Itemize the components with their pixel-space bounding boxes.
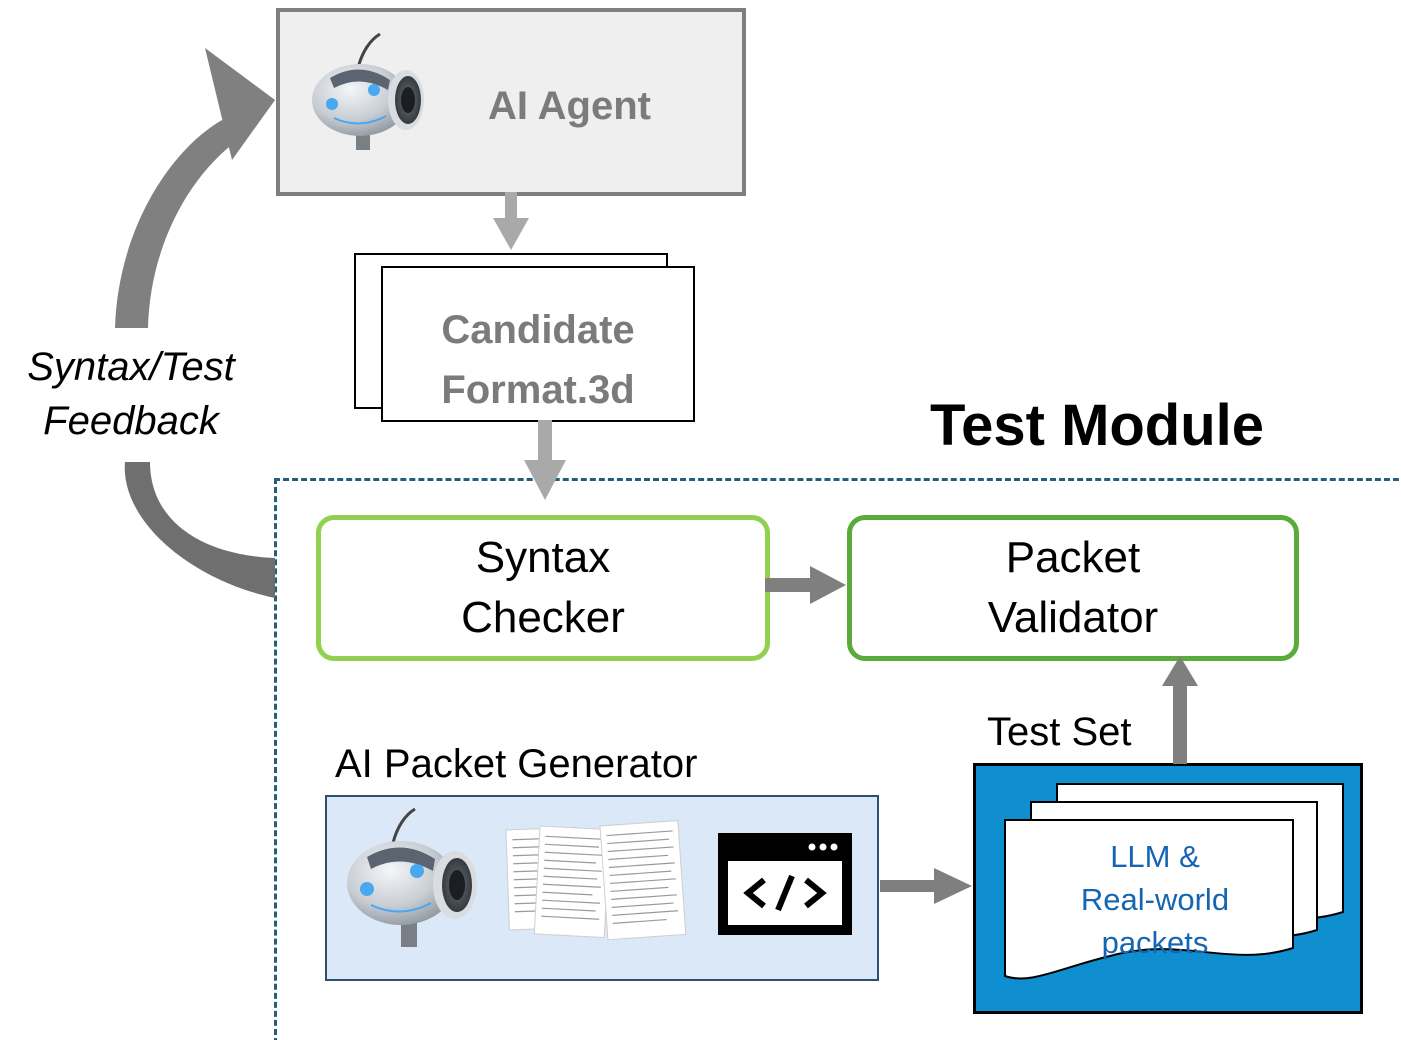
testset-to-validator-arrow	[1162, 656, 1198, 764]
feedback-line-1: Syntax/Test	[27, 345, 235, 389]
packet-validator-box: Packet Validator	[847, 515, 1299, 661]
candidate-doc-front	[381, 266, 695, 422]
ai-agent-title: AI Agent	[488, 84, 651, 128]
feedback-line-2: Feedback	[43, 399, 219, 443]
syntax-checker-box: Syntax Checker	[316, 515, 770, 661]
generator-to-testset-arrow	[880, 868, 972, 904]
test-set-packets-text: LLM & Real-world packets	[1045, 835, 1265, 964]
feedback-label: Syntax/Test Feedback	[0, 340, 262, 448]
syntax-checker-line-2: Checker	[461, 593, 625, 642]
test-set-line-3: packets	[1101, 925, 1209, 960]
generator-robot-icon	[347, 807, 477, 947]
candidate-line-2: Format.3d	[441, 368, 635, 412]
code-window-icon	[718, 833, 852, 935]
candidate-label: Candidate Format.3d	[383, 300, 693, 420]
syntax-to-validator-arrow	[765, 566, 846, 604]
test-set-line-1: LLM &	[1110, 839, 1200, 874]
candidate-to-syntax-arrow	[524, 420, 566, 500]
documents-icon	[505, 820, 687, 941]
robot-icon	[312, 32, 424, 150]
agent-to-candidate-arrow	[493, 192, 529, 250]
test-set-line-2: Real-world	[1080, 882, 1230, 917]
generator-label: AI Packet Generator	[335, 742, 698, 786]
packet-validator-line-2: Validator	[987, 593, 1159, 642]
syntax-checker-line-1: Syntax	[475, 533, 611, 582]
test-module-title: Test Module	[930, 393, 1265, 458]
test-set-label: Test Set	[987, 710, 1132, 754]
candidate-line-1: Candidate	[441, 308, 635, 352]
feedback-arrow	[115, 48, 275, 598]
test-module-container	[274, 478, 1401, 1040]
packet-validator-line-1: Packet	[1005, 533, 1141, 582]
test-set-documents	[1004, 783, 1344, 980]
